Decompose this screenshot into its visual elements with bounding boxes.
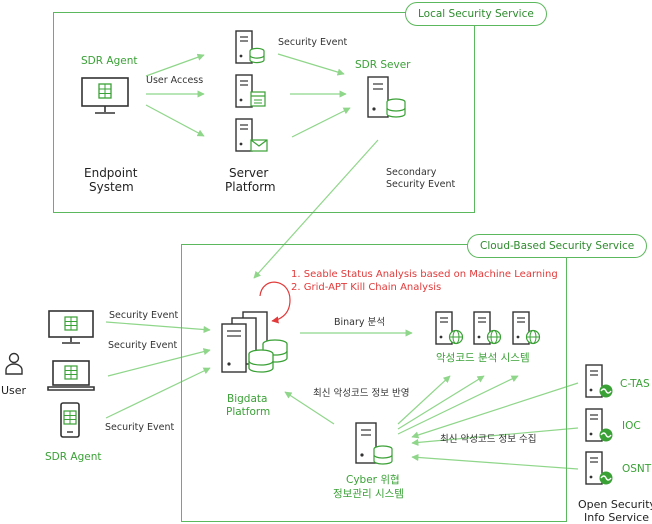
analysis-loop-arrow xyxy=(259,281,291,324)
secondary-event-line2: Security Event xyxy=(386,179,456,190)
secondary-event-line1: Secondary xyxy=(386,167,437,178)
osnt-label: OSNT xyxy=(622,463,652,475)
endpoint-system-line2: System xyxy=(89,180,134,194)
local-security-box xyxy=(53,12,475,213)
user-label: User xyxy=(1,384,27,397)
sdr-agent-bottom-label: SDR Agent xyxy=(45,451,102,463)
bigdata-platform-line1: Bigdata xyxy=(227,393,268,405)
arrow-endpoint3-to-bigdata xyxy=(105,367,211,419)
local-security-title: Local Security Service xyxy=(405,2,547,26)
sdr-server-icon xyxy=(367,76,406,118)
security-event-left-3: Security Event xyxy=(105,422,175,433)
ioc-label: IOC xyxy=(622,420,641,432)
cyber-threat-server-icon xyxy=(355,422,393,465)
ioc-server-icon xyxy=(585,408,613,442)
endpoint-monitor-icon xyxy=(81,77,129,114)
malware-analysis-server-1-icon xyxy=(435,311,464,345)
sdr-agent-top-label: SDR Agent xyxy=(81,55,138,67)
endpoint-system-line1: Endpoint xyxy=(84,166,138,180)
arrow-cyber-to-malware1 xyxy=(397,375,451,425)
arrow-agent-to-server1 xyxy=(145,53,205,77)
server-window-icon xyxy=(235,74,266,108)
open-security-line2: Info Service xyxy=(584,511,649,524)
user-access-label: User Access xyxy=(146,75,204,86)
latest-malware-collect-label: 최신 악성코드 정보 수집 xyxy=(440,434,537,445)
security-event-top-label: Security Event xyxy=(278,37,348,48)
arrow-ioc-to-cyber xyxy=(411,427,579,447)
endpoint-monitor-1-icon xyxy=(48,310,94,344)
binary-analysis-label: Binary 분석 xyxy=(334,317,386,328)
latest-malware-report-label: 최신 악성코드 정보 반영 xyxy=(313,388,410,399)
arrow-ctas-to-cyber xyxy=(411,382,579,439)
cyber-threat-line2: 정보관리 시스템 xyxy=(333,488,404,500)
arrow-agent-to-server3 xyxy=(145,104,205,137)
ctas-server-icon xyxy=(585,364,613,398)
server-platform-line2: Platform xyxy=(225,180,276,194)
security-event-left-2: Security Event xyxy=(108,340,178,351)
arrow-server3-to-sdr xyxy=(291,107,351,138)
arrow-cyber-to-bigdata xyxy=(284,391,335,425)
cloud-security-title: Cloud-Based Security Service xyxy=(467,234,648,258)
server-platform-line1: Server xyxy=(229,166,269,180)
osnt-server-icon xyxy=(585,451,613,485)
user-icon xyxy=(5,352,23,375)
malware-analysis-server-2-icon xyxy=(473,311,502,345)
bigdata-platform-icon xyxy=(221,311,288,373)
endpoint-laptop-icon xyxy=(47,360,95,391)
arrow-osnt-to-cyber xyxy=(411,453,579,470)
security-event-left-1: Security Event xyxy=(109,310,179,321)
bigdata-platform-line2: Platform xyxy=(226,406,271,418)
cloud-security-box xyxy=(181,244,567,522)
endpoint-phone-icon xyxy=(60,402,80,438)
arrow-endpoint1-to-bigdata xyxy=(105,321,211,334)
server-mail-icon xyxy=(235,118,268,152)
arrow-server1-to-sdr xyxy=(277,53,345,76)
ctas-label: C-TAS xyxy=(620,378,650,390)
sdr-server-label: SDR Sever xyxy=(355,59,411,71)
arrow-cyber-to-malware2 xyxy=(397,375,485,430)
analysis-step-1: 1. Seable Status Analysis based on Machi… xyxy=(291,269,558,280)
analysis-step-2: 2. Grid-APT Kill Chain Analysis xyxy=(291,282,442,293)
malware-analysis-server-3-icon xyxy=(512,311,541,345)
open-security-line1: Open Security xyxy=(578,498,652,511)
malware-system-label: 악성코드 분석 시스템 xyxy=(436,352,530,364)
server-database-icon xyxy=(235,30,265,64)
arrow-secondary-to-bigdata xyxy=(253,139,379,279)
cyber-threat-line1: Cyber 위협 xyxy=(346,474,400,486)
arrow-endpoint2-to-bigdata xyxy=(107,348,211,377)
arrow-cyber-to-malware3 xyxy=(397,375,519,435)
